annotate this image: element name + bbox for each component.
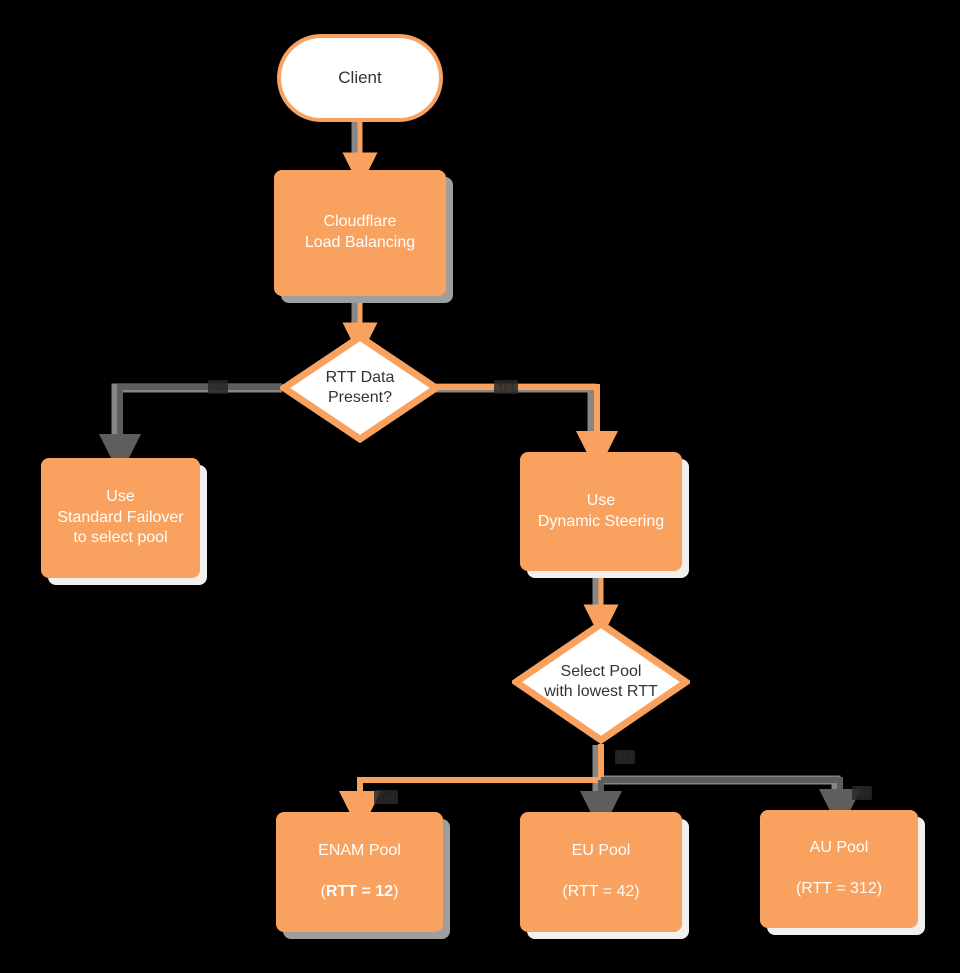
node-enam-pool-label: ENAM Pool (RTT = 12) [318, 820, 401, 924]
node-load-balancing-label: Cloudflare Load Balancing [304, 213, 416, 251]
decision-diamond-shape [280, 333, 440, 443]
node-eu-pool-line1: EU Pool [571, 841, 631, 859]
edge-label-select-pool-au: No [851, 786, 873, 800]
node-dynamic-steering-label: Use Dynamic Steering [537, 491, 665, 530]
node-rtt-data-present-line2: Present? [327, 389, 393, 406]
node-load-balancing[interactable]: Cloudflare Load Balancing [274, 170, 446, 296]
edge-select-pool-to-enam [339, 744, 604, 833]
edge-label-select-pool-enam: Yes [374, 790, 398, 804]
node-standard-failover-label: Use Standard Failover to select pool [57, 487, 184, 547]
node-rtt-data-present[interactable]: RTT Data Present? [280, 333, 440, 443]
node-enam-pool-line1: ENAM Pool [318, 841, 401, 859]
node-rtt-data-present-label: RTT Data Present? [326, 368, 395, 408]
node-au-pool[interactable]: AU Pool (RTT = 312) [760, 810, 918, 928]
node-enam-pool-paren-open: ( [320, 883, 326, 901]
node-eu-pool-line2: (RTT = 42) [562, 883, 640, 901]
node-enam-pool-paren-close: ) [393, 883, 399, 901]
edge-label-rtt-yes: Yes [494, 380, 518, 394]
node-client-label: Client [338, 67, 382, 87]
decision-diamond-shape [512, 620, 690, 744]
node-eu-pool[interactable]: EU Pool (RTT = 42) [520, 812, 682, 932]
node-select-pool[interactable]: Select Pool with lowest RTT [512, 620, 690, 744]
node-enam-pool-line2: (RTT = 12) [318, 882, 401, 903]
node-dynamic-steering[interactable]: Use Dynamic Steering [520, 452, 682, 571]
node-rtt-data-present-line1: RTT Data [325, 369, 395, 386]
edge-rtt-to-standard-failover [99, 384, 284, 476]
node-enam-pool-rtt: RTT = 12 [325, 883, 394, 901]
node-select-pool-label: Select Pool with lowest RTT [544, 662, 658, 702]
edge-label-select-pool-eu: No [614, 750, 636, 764]
node-eu-pool-label: EU Pool (RTT = 42) [562, 820, 639, 924]
node-au-pool-line1: AU Pool [809, 838, 869, 856]
node-client[interactable]: Client [277, 34, 443, 122]
node-au-pool-line2: (RTT = 312) [795, 880, 883, 898]
edge-label-rtt-no: No [207, 380, 229, 394]
edge-rtt-to-dynamic-steering [436, 384, 618, 473]
node-select-pool-line1: Select Pool [560, 663, 642, 680]
node-au-pool-label: AU Pool (RTT = 312) [796, 817, 882, 921]
node-select-pool-line2: with lowest RTT [544, 683, 658, 700]
node-enam-pool[interactable]: ENAM Pool (RTT = 12) [276, 812, 443, 932]
node-standard-failover[interactable]: Use Standard Failover to select pool [41, 458, 200, 578]
edge-select-pool-to-au [601, 777, 861, 831]
